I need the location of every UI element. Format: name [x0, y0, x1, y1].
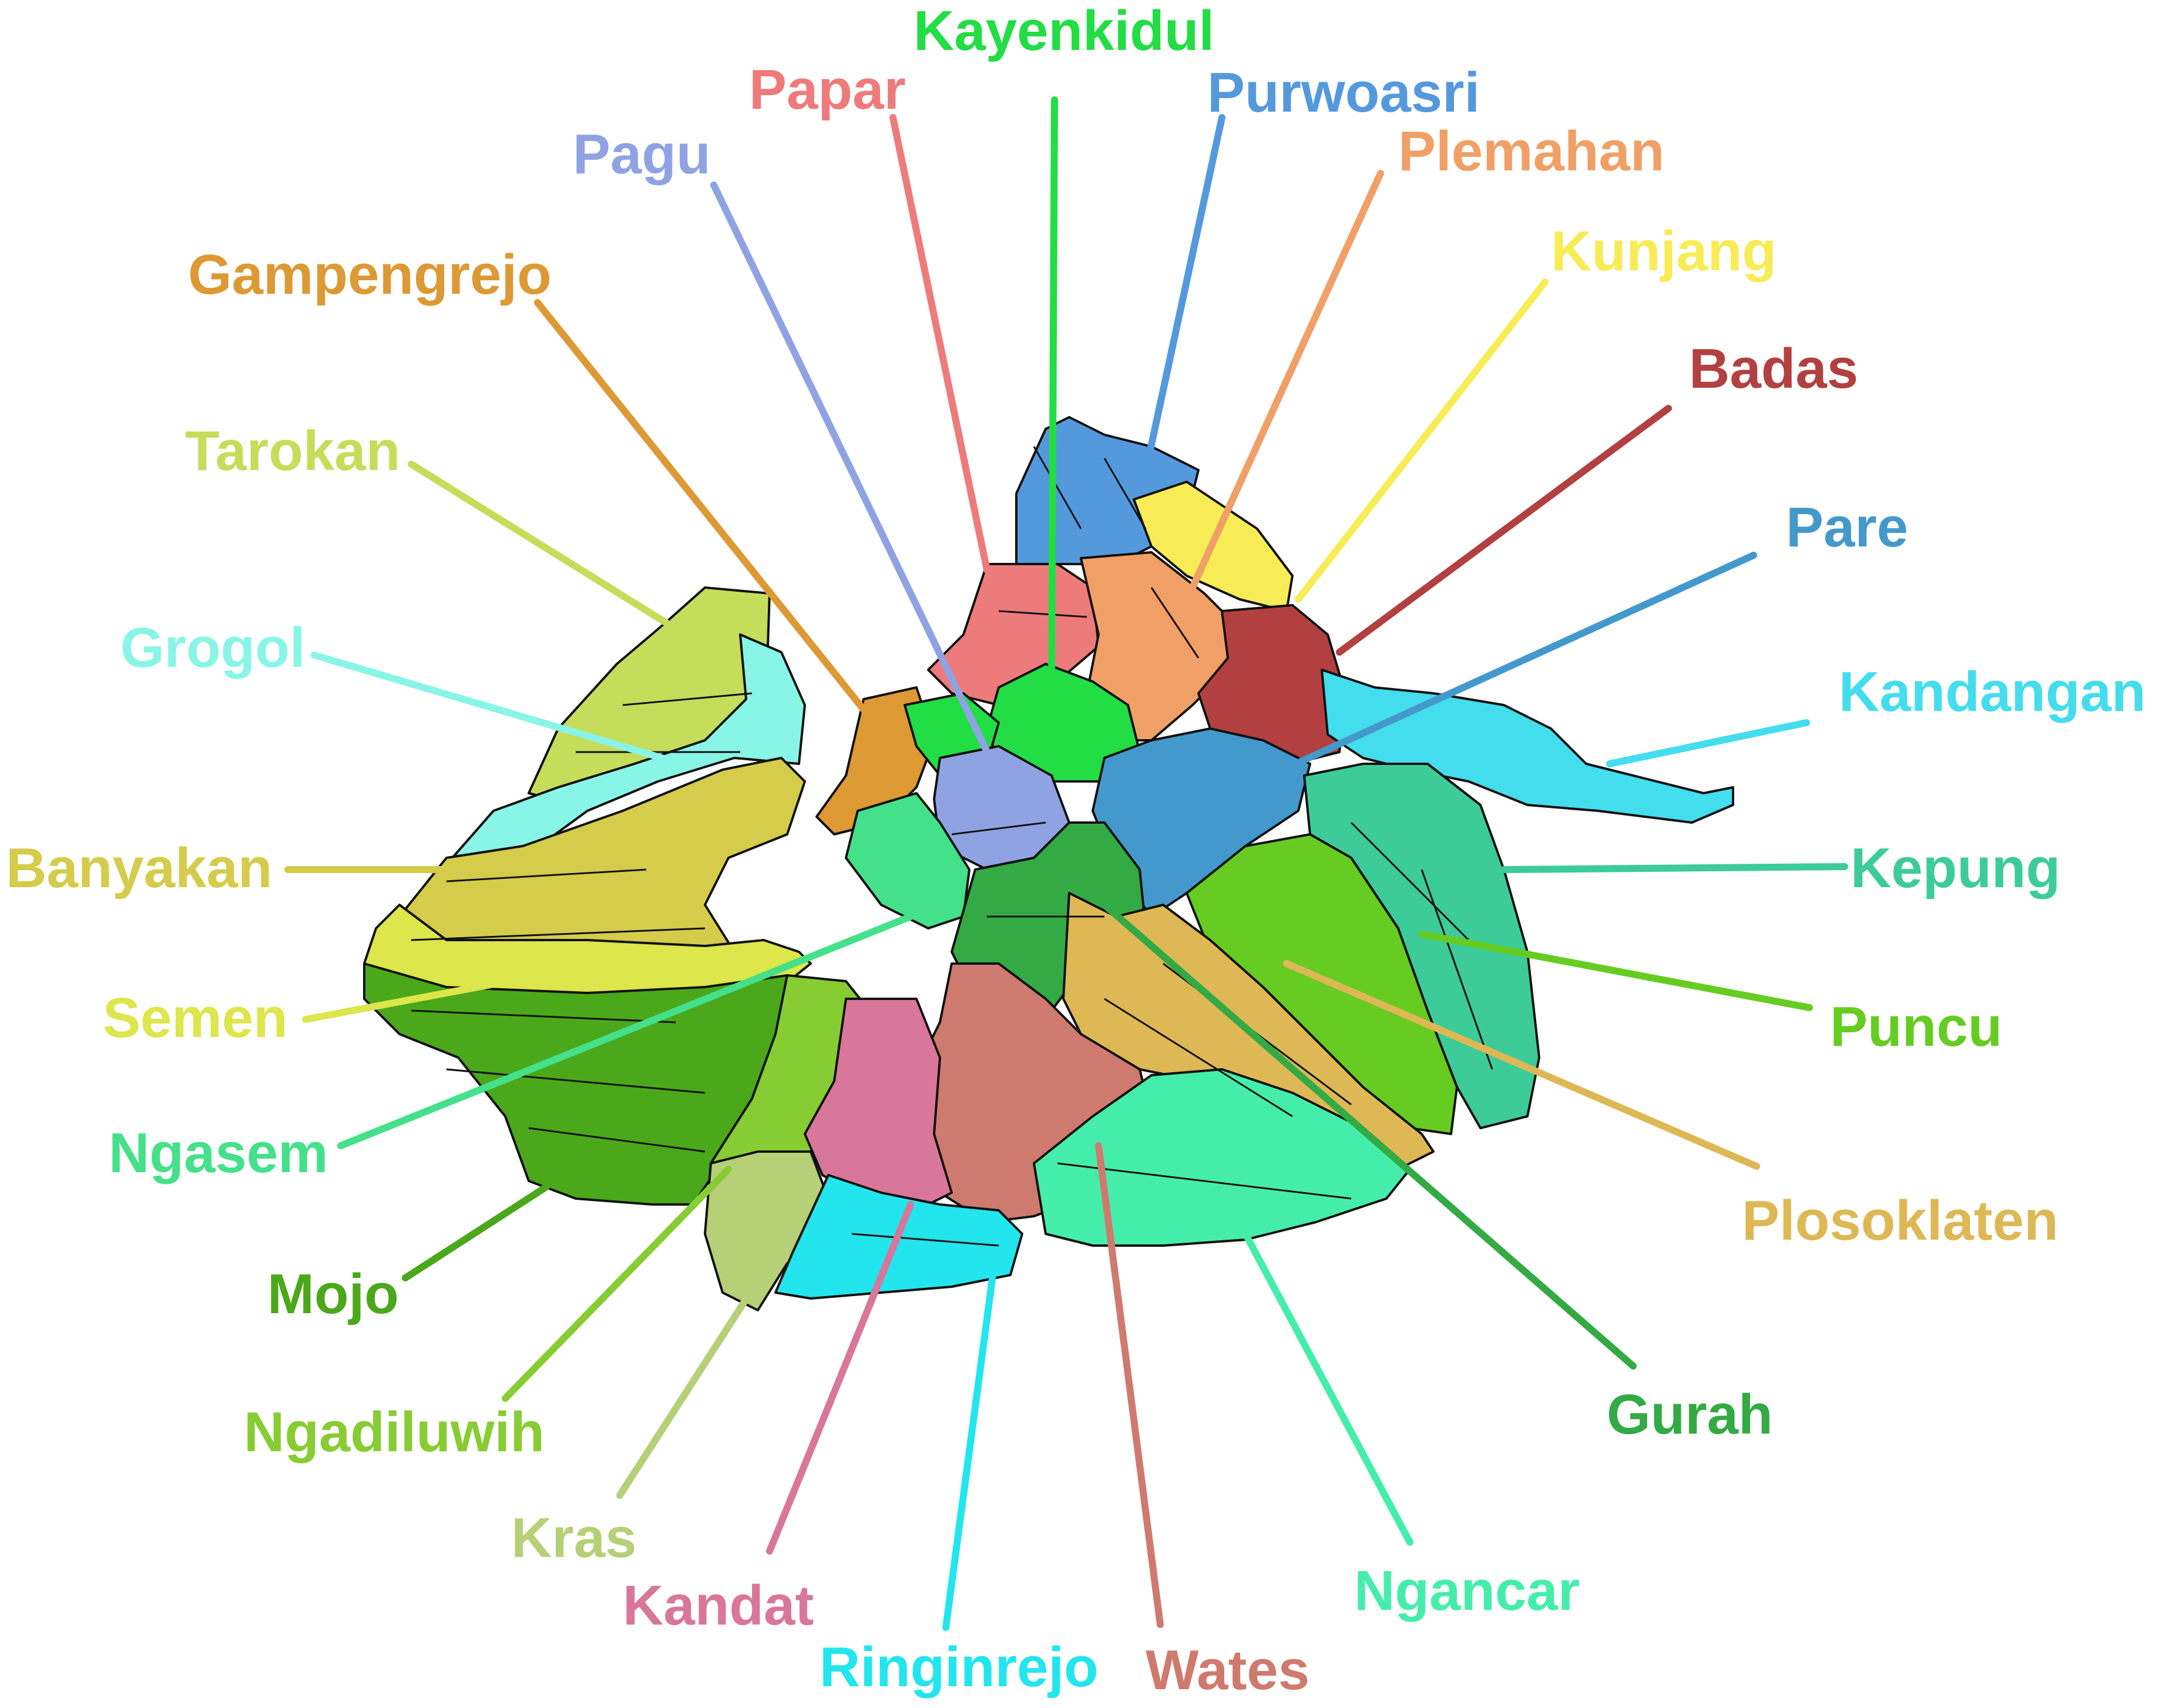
leader-kepung	[1500, 863, 1848, 873]
leader-badas	[1336, 405, 1672, 656]
label-ringinrejo: Ringinrejo	[820, 1636, 1099, 1699]
leader-plosoklaten	[1283, 960, 1760, 1170]
leader-wates	[1095, 1142, 1164, 1628]
label-pagu: Pagu	[573, 123, 711, 186]
leader-pare	[1254, 552, 1757, 785]
leader-kras	[616, 1277, 761, 1499]
label-kunjang: Kunjang	[1551, 220, 1777, 283]
label-papar: Papar	[749, 58, 906, 121]
label-plemahan: Plemahan	[1398, 120, 1665, 183]
label-ngadiluwih: Ngadiluwih	[244, 1401, 545, 1464]
label-gampengrejo: Gampengrejo	[188, 243, 552, 306]
region-plemahan	[1080, 551, 1235, 741]
village-lines-central	[851, 446, 1493, 1247]
village-lines-west	[411, 692, 753, 1153]
label-kras: Kras	[511, 1506, 636, 1569]
label-grogol: Grogol	[120, 616, 305, 679]
leader-plemahan	[1189, 170, 1384, 591]
leader-puncu	[1418, 931, 1813, 1011]
label-plosoklaten: Plosoklaten	[1742, 1189, 2058, 1252]
label-badas: Badas	[1689, 337, 1858, 400]
leader-papar	[889, 114, 990, 573]
leader-ngancar	[1242, 1230, 1413, 1546]
leader-grogol	[311, 652, 685, 767]
label-pare: Pare	[1786, 496, 1908, 559]
leader-purwoasri	[1145, 114, 1225, 462]
label-purwoasri: Purwoasri	[1207, 61, 1480, 124]
leader-semen	[302, 972, 544, 1023]
label-tarokan: Tarokan	[185, 420, 400, 482]
leader-ngadiluwih	[502, 1166, 732, 1402]
leader-kandangan	[1606, 719, 1810, 767]
label-kandat: Kandat	[623, 1574, 814, 1637]
label-gurah: Gurah	[1607, 1383, 1773, 1446]
leader-lines	[284, 96, 1848, 1631]
label-ngasem: Ngasem	[109, 1122, 328, 1184]
label-banyakan: Banyakan	[6, 837, 273, 900]
leader-kayenkidul	[1048, 96, 1058, 691]
leader-tarokan	[408, 461, 679, 632]
leader-kunjang	[1295, 278, 1549, 603]
leader-gampengrejo	[534, 299, 896, 750]
leader-pagu	[710, 182, 996, 767]
map-regions	[363, 416, 1734, 1311]
label-semen: Semen	[103, 986, 288, 1049]
label-wates: Wates	[1146, 1639, 1309, 1702]
leader-gurah	[1101, 901, 1637, 1370]
leader-ringinrejo	[942, 1271, 996, 1631]
label-kayenkidul: Kayenkidul	[914, 0, 1214, 62]
region-ngancar	[1033, 1068, 1411, 1247]
label-puncu: Puncu	[1830, 995, 2002, 1058]
label-kandangan: Kandangan	[1839, 660, 2146, 723]
label-ngancar: Ngancar	[1354, 1559, 1580, 1622]
leader-kandat	[766, 1201, 914, 1555]
district-labels: Kayenkidul Papar Purwoasri Pagu Plemahan…	[3, 0, 2149, 1704]
leader-mojo	[402, 1183, 550, 1281]
leader-ngasem	[337, 913, 914, 1149]
label-mojo: Mojo	[267, 1263, 399, 1326]
label-kepung: Kepung	[1851, 837, 2060, 900]
